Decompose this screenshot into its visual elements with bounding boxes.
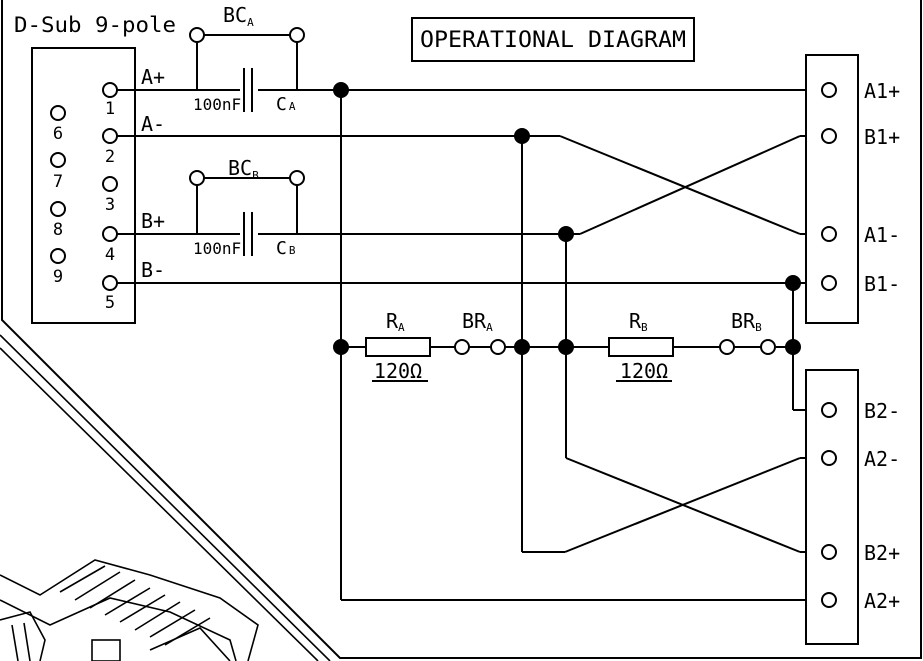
terminal-a2-minus: A2- <box>864 447 900 471</box>
junction-dots <box>333 82 801 355</box>
resistor-a-name: RA <box>386 309 405 334</box>
signal-b-plus: B+ <box>141 209 165 233</box>
resistor-a: RA 120Ω BRA <box>365 309 506 383</box>
resistor-b: RB 120Ω BRB <box>608 309 776 383</box>
dsub-pins: 1 2 3 4 5 6 7 8 9 <box>50 82 118 313</box>
pin-4-label: 4 <box>105 245 115 265</box>
device-illustration <box>0 334 331 661</box>
terminal-block-1: A1+ B1+ A1- B1- <box>805 54 900 324</box>
terminal-a1-minus: A1- <box>864 223 900 247</box>
resistor-b-bridge: BRB <box>731 309 762 334</box>
resistor-b-value: 120Ω <box>620 359 668 383</box>
pin-8-label: 8 <box>53 220 63 240</box>
title-box <box>411 17 695 62</box>
resistor-b-name: RB <box>629 309 648 334</box>
resistor-a-value: 120Ω <box>374 359 422 383</box>
terminal-block-2: B2- A2- B2+ A2+ <box>805 369 900 645</box>
terminal-a1-plus: A1+ <box>864 79 900 103</box>
pin-6-label: 6 <box>53 124 63 144</box>
signal-b-minus: B- <box>141 258 165 282</box>
pin-5-label: 5 <box>105 293 115 313</box>
capacitor-b-bridge: BCB <box>228 156 259 182</box>
connector-header: D-Sub 9-pole <box>14 13 176 37</box>
signal-a-plus: A+ <box>141 65 165 89</box>
terminal-b1-minus: B1- <box>864 272 900 296</box>
pin-7-label: 7 <box>53 172 63 192</box>
pin-2-label: 2 <box>105 147 115 167</box>
pin-3-label: 3 <box>105 195 115 215</box>
terminal-b2-plus: B2+ <box>864 541 900 565</box>
pin-9-label: 9 <box>53 267 63 287</box>
resistor-a-bridge: BRA <box>462 309 493 334</box>
terminal-a2-plus: A2+ <box>864 589 900 613</box>
capacitor-b-value: 100nF <box>193 239 241 258</box>
terminal-b1-plus: B1+ <box>864 125 900 149</box>
diagram-title: OPERATIONAL DIAGRAM <box>420 28 686 53</box>
capacitor-a-bridge: BCA <box>223 3 254 29</box>
terminal-b2-minus: B2- <box>864 399 900 423</box>
signal-a-minus: A- <box>141 112 165 136</box>
wiring <box>117 89 820 601</box>
pin-1-label: 1 <box>105 99 115 119</box>
capacitor-a-value: 100nF <box>193 95 241 114</box>
